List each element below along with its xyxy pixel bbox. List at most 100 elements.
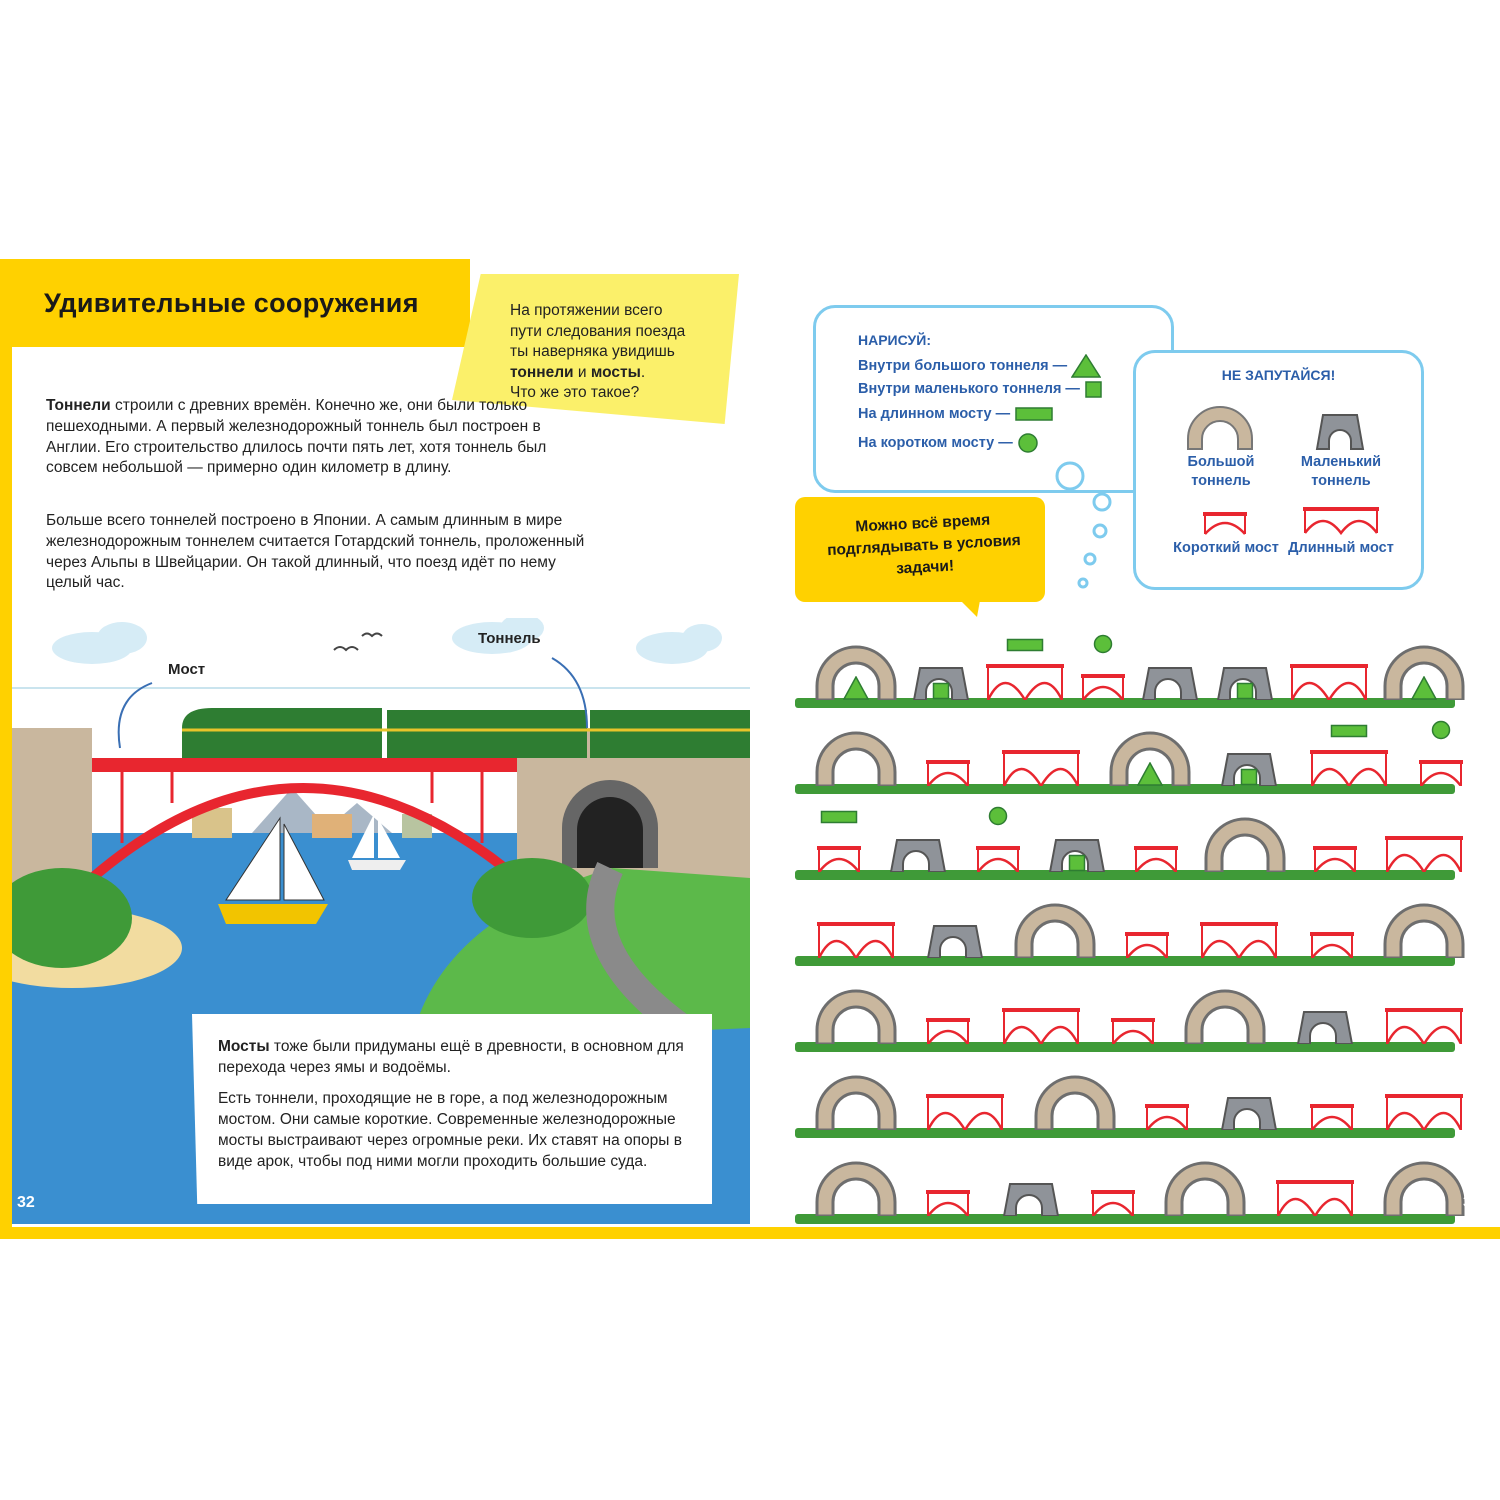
intro-note bbox=[452, 274, 739, 424]
short-bridge-icon bbox=[1312, 846, 1357, 872]
triangle-icon bbox=[1070, 353, 1102, 378]
big-tunnel-icon bbox=[815, 1161, 897, 1216]
puzzle-row bbox=[795, 782, 1463, 880]
puzzle-row bbox=[795, 1126, 1465, 1224]
puzzle-row bbox=[795, 610, 1465, 708]
small-tunnel-icon bbox=[1296, 1011, 1353, 1044]
short-bridge-icon bbox=[975, 846, 1020, 872]
big-tunnel-icon bbox=[815, 645, 897, 700]
square-icon bbox=[932, 682, 949, 700]
triangle-icon bbox=[1137, 762, 1163, 786]
small-tunnel-icon bbox=[1002, 1183, 1059, 1216]
big-tunnel-icon bbox=[1383, 1161, 1465, 1216]
puzzle-row bbox=[795, 696, 1463, 794]
long-bridge-icon bbox=[1385, 1008, 1463, 1044]
legend-bubble: НЕ ЗАПУТАЙСЯ! Большой тоннель Маленький … bbox=[1133, 350, 1424, 590]
long-bridge-icon bbox=[926, 1094, 1005, 1130]
long-bridge-icon bbox=[1303, 507, 1379, 535]
short-bridge-icon bbox=[1134, 846, 1179, 872]
small-tunnel-icon bbox=[1315, 414, 1365, 450]
intro-line: Что же это такое? bbox=[510, 384, 640, 401]
thought-dots bbox=[1055, 461, 1112, 589]
long-bridge-icon bbox=[986, 664, 1065, 700]
bridges-note-box bbox=[192, 1014, 712, 1204]
small-tunnel-icon bbox=[1048, 839, 1105, 872]
page-number-left: 32 bbox=[17, 1194, 35, 1211]
intro-text: На протяжении всего пути следования поез… bbox=[510, 301, 710, 404]
intro-line: тоннели и мосты. bbox=[510, 363, 646, 381]
square-icon bbox=[1241, 768, 1258, 786]
callout-tail bbox=[955, 595, 981, 617]
puzzle-row bbox=[795, 868, 1465, 966]
draw-row-long-bridge: На длинном мосту — bbox=[858, 406, 1054, 422]
intro-line: ты наверняка увидишь bbox=[510, 343, 675, 360]
big-tunnel-icon bbox=[1164, 1161, 1246, 1216]
small-tunnel-icon bbox=[1142, 667, 1199, 700]
label-tunnel: Тоннель bbox=[478, 630, 541, 647]
long-bridge-icon bbox=[1290, 664, 1369, 700]
puzzle-row bbox=[795, 1040, 1463, 1138]
short-bridge-icon bbox=[817, 846, 861, 872]
big-tunnel-icon bbox=[1383, 903, 1465, 958]
bridges-note: Мосты тоже были придуманы ещё в древност… bbox=[218, 1036, 696, 1172]
grass-strip bbox=[795, 1214, 1455, 1224]
short-bridge-icon bbox=[1309, 932, 1354, 958]
square-icon bbox=[1068, 854, 1086, 872]
draw-instructions-bubble: НАРИСУЙ: Внутри большого тоннеля — Внутр… bbox=[813, 305, 1174, 493]
triangle-icon bbox=[843, 676, 869, 700]
short-bridge-icon bbox=[926, 1190, 971, 1216]
hint-text: Можно всё время подглядывать в условия з… bbox=[826, 511, 1022, 578]
rectangle-icon bbox=[1006, 638, 1044, 652]
puzzle-row bbox=[795, 954, 1463, 1052]
small-tunnel-icon bbox=[912, 667, 969, 700]
rectangle-icon bbox=[820, 810, 858, 824]
legend-heading: НЕ ЗАПУТАЙСЯ! bbox=[1221, 367, 1336, 383]
short-bridge-icon bbox=[1091, 1190, 1135, 1216]
bridges-para-2: Есть тоннели, проходящие не в горе, а по… bbox=[218, 1090, 682, 1170]
big-tunnel-icon bbox=[1187, 406, 1253, 450]
grass-strip bbox=[795, 784, 1455, 794]
big-tunnel-icon bbox=[1034, 1075, 1116, 1130]
small-tunnel-icon bbox=[1221, 753, 1278, 786]
short-bridge-icon bbox=[1419, 760, 1463, 786]
short-bridge-icon bbox=[926, 1018, 971, 1044]
grass-strip bbox=[795, 956, 1455, 966]
hint-callout bbox=[795, 497, 1045, 602]
legend-small-tunnel: Маленький тоннель bbox=[1300, 454, 1382, 489]
grass-strip bbox=[795, 1042, 1455, 1052]
label-bridge: Мост bbox=[168, 661, 206, 678]
short-bridge-icon bbox=[1145, 1104, 1189, 1130]
page-title: Удивительные сооружения bbox=[44, 288, 419, 318]
big-tunnel-icon bbox=[1204, 817, 1286, 872]
long-bridge-icon bbox=[1001, 750, 1080, 786]
long-bridge-icon bbox=[817, 922, 895, 958]
rectangle-icon bbox=[1015, 407, 1053, 421]
long-bridge-icon bbox=[1385, 836, 1463, 872]
legend-short-bridge: Короткий мост bbox=[1173, 540, 1279, 556]
short-bridge-icon bbox=[1309, 1104, 1354, 1130]
short-bridge-icon bbox=[1111, 1018, 1155, 1044]
small-tunnel-icon bbox=[1216, 667, 1273, 700]
paragraph-tunnels: Тоннели строили с древних времён. Конечн… bbox=[46, 397, 547, 477]
big-tunnel-icon bbox=[815, 989, 897, 1044]
small-tunnel-icon bbox=[927, 925, 984, 958]
draw-row-short-bridge: На коротком мосту — bbox=[858, 432, 1039, 454]
grass-strip bbox=[795, 698, 1455, 708]
legend-big-tunnel: Большой тоннель bbox=[1187, 454, 1255, 489]
draw-row-small-tunnel: Внутри маленького тоннеля — bbox=[858, 380, 1104, 398]
square-icon bbox=[1085, 381, 1102, 398]
long-bridge-icon bbox=[1309, 750, 1388, 786]
rectangle-icon bbox=[1330, 724, 1367, 738]
small-tunnel-icon bbox=[1221, 1097, 1278, 1130]
intro-line: пути следования поезда bbox=[510, 322, 686, 340]
long-bridge-icon bbox=[1275, 1180, 1354, 1216]
long-bridge-icon bbox=[1001, 1008, 1080, 1044]
circle-icon bbox=[1093, 634, 1112, 654]
title-band bbox=[0, 259, 470, 347]
square-icon bbox=[1236, 682, 1254, 700]
page-number-right: 33 bbox=[1463, 1194, 1481, 1211]
intro-line: На протяжении всего bbox=[510, 302, 663, 319]
short-bridge-icon bbox=[926, 760, 971, 786]
paragraph-japan: Больше всего тоннелей построено в Японии… bbox=[46, 512, 585, 592]
triangle-icon bbox=[1411, 676, 1437, 700]
